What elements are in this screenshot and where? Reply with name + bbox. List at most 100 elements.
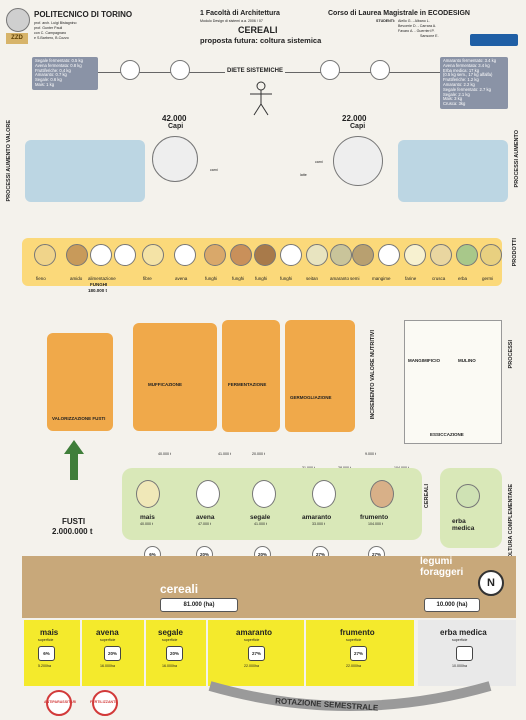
left-diet-item: Avena fermentata: 0.8 kg — [35, 62, 82, 68]
product-label: semi — [350, 276, 360, 281]
increment-label: INCREMENTO VALORE NUTRITIVI — [370, 330, 376, 420]
process-label: FERMENTAZIONE — [228, 382, 267, 387]
field-pct: 20% — [166, 646, 183, 661]
grain-icon — [252, 480, 276, 508]
field-sub: superficie — [244, 638, 260, 642]
right-diet-item: Mais: 3 kg — [443, 96, 463, 102]
left-meat-label: carni — [210, 168, 218, 172]
legumi-title: legumi foraggeri — [420, 556, 464, 578]
process-label: GERMOGLIAZIONE — [290, 395, 332, 400]
product-icon — [456, 244, 478, 266]
right-diet-item: Fruttiferiche: 1.2 kg — [443, 77, 479, 83]
complementary-band — [440, 468, 502, 548]
right-meat-label: carni — [315, 160, 323, 164]
right-diet-item: Erba medica: 17 kg — [443, 67, 480, 73]
processes-label: PROCESSI — [508, 340, 514, 369]
crop-name: segale — [250, 514, 271, 521]
process-label: MULINO — [458, 358, 476, 363]
product-label: avena — [175, 276, 188, 281]
cereali-title: cereali — [160, 582, 199, 596]
product-icon — [114, 244, 136, 266]
right-diet-item: Segale: 2.1 kg — [443, 91, 470, 97]
crossed-pesticide-icon — [46, 690, 72, 716]
flow-value: 41.000 t — [218, 452, 231, 456]
product-icon — [404, 244, 426, 266]
field-sub: superficie — [452, 638, 468, 642]
complementary-crop-name: erba medica — [452, 518, 475, 532]
product-label: alimentazione — [88, 276, 116, 281]
professor-2: prof. Gunter Pauli — [34, 26, 63, 30]
diet-icon — [320, 60, 340, 80]
muffificazione-panel — [133, 323, 217, 431]
product-icon — [142, 244, 164, 266]
page-subtitle: proposta futura: coltura sistemica — [200, 36, 322, 45]
right-animal-count: 22.000 — [342, 114, 367, 123]
alfalfa-icon — [456, 484, 480, 508]
product-label: germi — [482, 276, 494, 281]
germogliazione-panel — [285, 320, 355, 432]
cereali-area: 81.000 (ha) — [160, 598, 238, 612]
product-icon — [230, 244, 252, 266]
field-name: segale — [158, 628, 183, 637]
complementary-label: COLTURA COMPLEMENTARE — [508, 484, 514, 563]
field-ha: 5.200ha — [38, 664, 51, 668]
field-pct: 27% — [350, 646, 367, 661]
field-ha: 10.000ha — [452, 664, 467, 668]
student-3: Favaro A. - Guerrieri P. — [398, 29, 435, 33]
left-diet-item: Segale: 0.6 kg — [35, 77, 62, 83]
left-diet-list: Segale fermentato: 0.5 kg Avena fermenta… — [32, 57, 98, 90]
crop-name: avena — [196, 514, 215, 521]
product-icon — [352, 244, 374, 266]
process-label: MUFFICAZIONE — [148, 382, 182, 387]
product-label: fieno — [36, 276, 46, 281]
product-icon — [66, 244, 88, 266]
module: Modulo Design di sistemi a.a. 2006 / 07 — [200, 19, 263, 23]
flow-value: 9.000 t — [365, 452, 376, 456]
grain-icon — [196, 480, 220, 508]
product-icon — [280, 244, 302, 266]
student-2: Bevcerie D. - Carrara A. — [398, 24, 437, 28]
fermentazione-panel — [222, 320, 280, 432]
right-process-panel — [398, 140, 508, 202]
product-label: seitan — [306, 276, 319, 281]
field-sub: superficie — [162, 638, 178, 642]
product-label: amaranto — [330, 276, 350, 281]
left-animal-unit: Capi — [168, 123, 184, 130]
crop-qty: 33.000 t — [312, 522, 325, 526]
grain-icon — [312, 480, 336, 508]
product-icon — [378, 244, 400, 266]
fusti-arrow-icon — [64, 440, 84, 480]
milk-label: latte — [300, 173, 307, 177]
product-icon — [204, 244, 226, 266]
left-animal-count: 42.000 — [162, 114, 187, 123]
diet-icon — [370, 60, 390, 80]
process-label: MANGIMIFICIO — [408, 358, 440, 363]
crop-qty: 40.000 t — [140, 522, 153, 526]
product-label: funghi — [205, 276, 218, 281]
crop-qty: 104.000 t — [368, 522, 383, 526]
professor-4: e S.Barbero, B.Cozzo — [34, 36, 69, 40]
field-pct: 6% — [38, 646, 55, 661]
right-diet-item: Avena fermentata: 3.4 kg — [443, 62, 490, 68]
crossed-label: ANTIPARASSITARI — [44, 700, 77, 704]
logo-zzd: ZZD — [6, 33, 28, 44]
diet-label: DIETE SISTEMICHE — [225, 68, 286, 74]
product-label: amido — [70, 276, 83, 281]
field-name: erba medica — [440, 628, 487, 637]
course-name: Corso di Laurea Magistrale in ECODESIGN — [328, 10, 470, 17]
faculty: 1 Facoltà di Architettura — [200, 10, 280, 17]
cow-icon — [333, 136, 383, 186]
field-ha: 22.000ha — [346, 664, 361, 668]
product-label: crusca — [432, 276, 446, 281]
funghi-qty: 180.000 t — [88, 288, 108, 293]
crossed-label: FERTILIZZANTI — [90, 700, 117, 704]
crop-name: amaranto — [302, 514, 332, 521]
field-pct: 27% — [248, 646, 265, 661]
left-diet-item: Fruttiferiche: 0.4 kg — [35, 67, 71, 73]
right-diet-item: Crusca: 3kg — [443, 101, 466, 107]
left-process-label: PROCESSI AUMENTO VALORE — [6, 120, 12, 202]
field-sub: superficie — [346, 638, 362, 642]
process-label: ESSICCAZIONE — [430, 432, 464, 437]
pig-icon — [152, 136, 198, 182]
